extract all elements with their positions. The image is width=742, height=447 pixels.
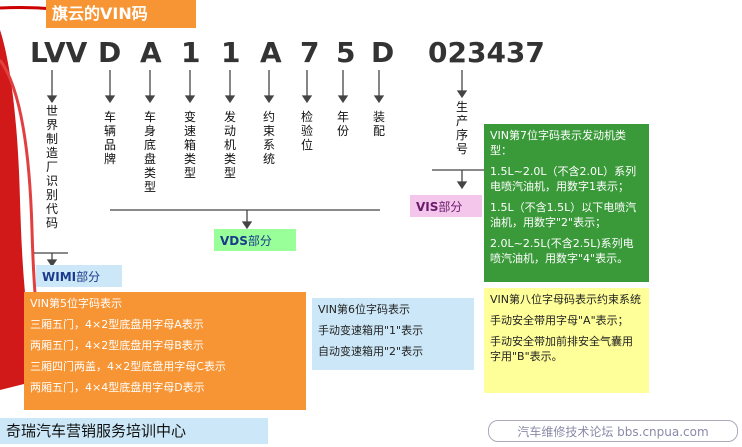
label-wmi: 世界制造厂识别代码 xyxy=(45,104,58,230)
label-body: 车身底盘类型 xyxy=(143,110,156,194)
vin-char-restraint: A xyxy=(260,36,282,69)
label-serial: 生产序号 xyxy=(455,100,468,156)
vin-char-check: 7 xyxy=(300,36,320,69)
vds-section-tag: VDS部分 xyxy=(214,229,296,251)
vin-char-engine: 1 xyxy=(221,36,241,69)
label-transmission: 变速箱类型 xyxy=(183,110,196,180)
note-7-line-2: 1.5L~2.0L（不含2.0L）系列电喷汽油机，用数字1表示； xyxy=(490,165,637,193)
vin-char-brand: D xyxy=(98,36,122,69)
wmi-code: WIMI xyxy=(42,270,77,284)
wmi-section-tag: WIMI部分 xyxy=(36,265,122,287)
note-5-line-2: 三厢五门，4×2型底盘用字母A表示 xyxy=(30,318,204,331)
note-position-6: VIN第6位字码表示 手动变速箱用"1"表示 自动变速箱用"2"表示 xyxy=(312,298,474,370)
note-position-8: VIN第八位字母码表示约束系统 手动安全带用字母"A"表示； 手动安全带加前排安… xyxy=(484,288,649,393)
vin-char-serial: 023437 xyxy=(428,36,545,69)
label-restraint: 约束系统 xyxy=(262,110,275,166)
note-6-line-1: VIN第6位字码表示 xyxy=(318,303,410,316)
note-5-line-4: 三厢四门两盖，4×2型底盘用字母C表示 xyxy=(30,360,226,373)
note-8-line-1: VIN第八位字母码表示约束系统 xyxy=(490,293,641,306)
vis-suffix: 部分 xyxy=(438,200,463,214)
note-6-line-2: 手动变速箱用"1"表示 xyxy=(318,324,424,337)
note-5-line-1: VIN第5位字码表示 xyxy=(30,297,122,310)
note-7-line-4: 2.0L~2.5L(不含2.5L)系列电喷汽油机，用数字"4"表示。 xyxy=(490,237,634,265)
label-brand: 车辆品牌 xyxy=(103,110,116,166)
vin-char-year: 5 xyxy=(336,36,356,69)
note-position-7: VIN第7位字码表示发动机类型： 1.5L~2.0L（不含2.0L）系列电喷汽油… xyxy=(484,124,649,282)
watermark: 汽车维修技术论坛 bbs.cnpua.com xyxy=(488,420,738,442)
vin-char-body: A xyxy=(140,36,162,69)
label-year: 年份 xyxy=(336,110,349,138)
vds-suffix: 部分 xyxy=(247,234,272,248)
vds-code: VDS xyxy=(220,234,248,248)
wmi-suffix: 部分 xyxy=(76,270,101,284)
label-plant: 装配 xyxy=(372,110,385,138)
vin-char-plant: D xyxy=(371,36,395,69)
note-7-line-1: VIN第7位字码表示发动机类型： xyxy=(490,129,626,157)
note-5-line-3: 两厢五门，4×2型底盘用字母B表示 xyxy=(30,339,204,352)
note-6-line-3: 自动变速箱用"2"表示 xyxy=(318,345,424,358)
vis-code: VIS xyxy=(416,200,439,214)
footer-organization: 奇瑞汽车营销服务培训中心 xyxy=(0,418,268,444)
note-position-5: VIN第5位字码表示 三厢五门，4×2型底盘用字母A表示 两厢五门，4×2型底盘… xyxy=(24,292,306,410)
note-8-line-3: 手动安全带加前排安全气囊用字用"B"表示。 xyxy=(490,335,633,363)
label-engine: 发动机类型 xyxy=(223,110,236,180)
vin-char-wmi: LVV xyxy=(30,36,88,69)
note-8-line-2: 手动安全带用字母"A"表示； xyxy=(490,314,629,327)
label-check: 检验位 xyxy=(300,110,313,152)
note-7-line-3: 1.5L（不含1.5L）以下电喷汽油机，用数字"2"表示； xyxy=(490,201,637,229)
page-title: 旗云的VIN码 xyxy=(46,0,196,28)
note-5-line-5: 两厢五门，4×4型底盘用字母D表示 xyxy=(30,381,205,394)
vin-char-transmission: 1 xyxy=(181,36,201,69)
vis-section-tag: VIS部分 xyxy=(410,195,482,217)
